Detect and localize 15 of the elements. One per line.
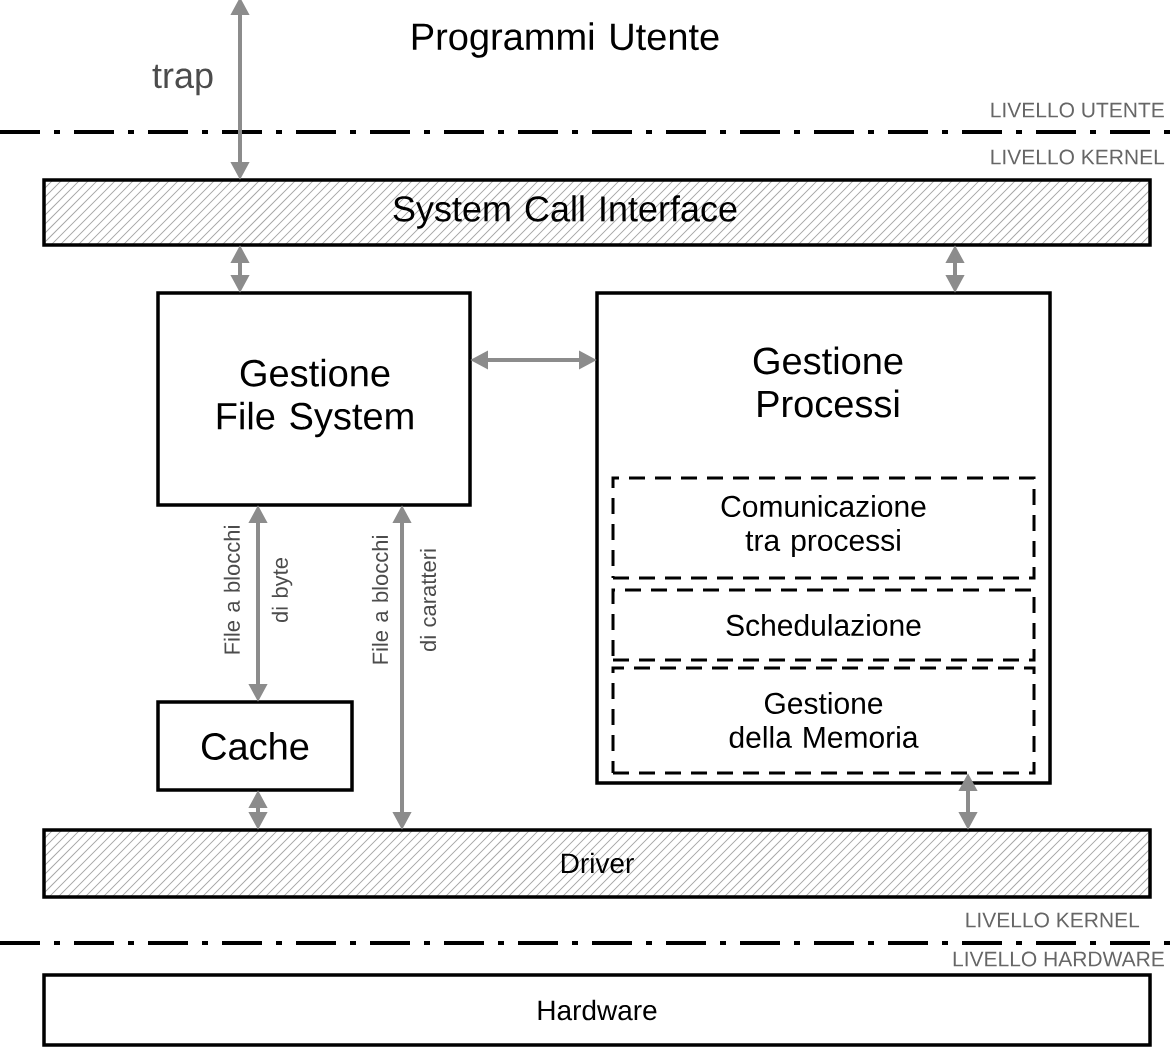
dashed-box: Comunicazione tra processi: [611, 476, 1036, 580]
edge-label: File a blocchi di byte: [223, 526, 293, 654]
cache-box: Cache: [156, 700, 354, 792]
level-label: LIVELLO UTENTE: [991, 102, 1164, 118]
interface-bar: System Call Interface: [42, 178, 1152, 247]
module-box: Gestione File System: [156, 291, 472, 507]
heading-text: Programmi Utente: [412, 22, 719, 58]
edge-label: trap: [152, 64, 213, 96]
hardware-box: Hardware: [42, 973, 1152, 1047]
level-label: LIVELLO KERNEL: [966, 912, 1140, 928]
dashed-box: Schedulazione: [611, 588, 1036, 662]
driver-bar: Driver: [42, 828, 1152, 899]
level-label: LIVELLO HARDWARE: [953, 951, 1164, 967]
dashed-box: Gestione della Memoria: [611, 666, 1036, 775]
edge-label: File a blocchi di caratteri: [371, 536, 437, 664]
